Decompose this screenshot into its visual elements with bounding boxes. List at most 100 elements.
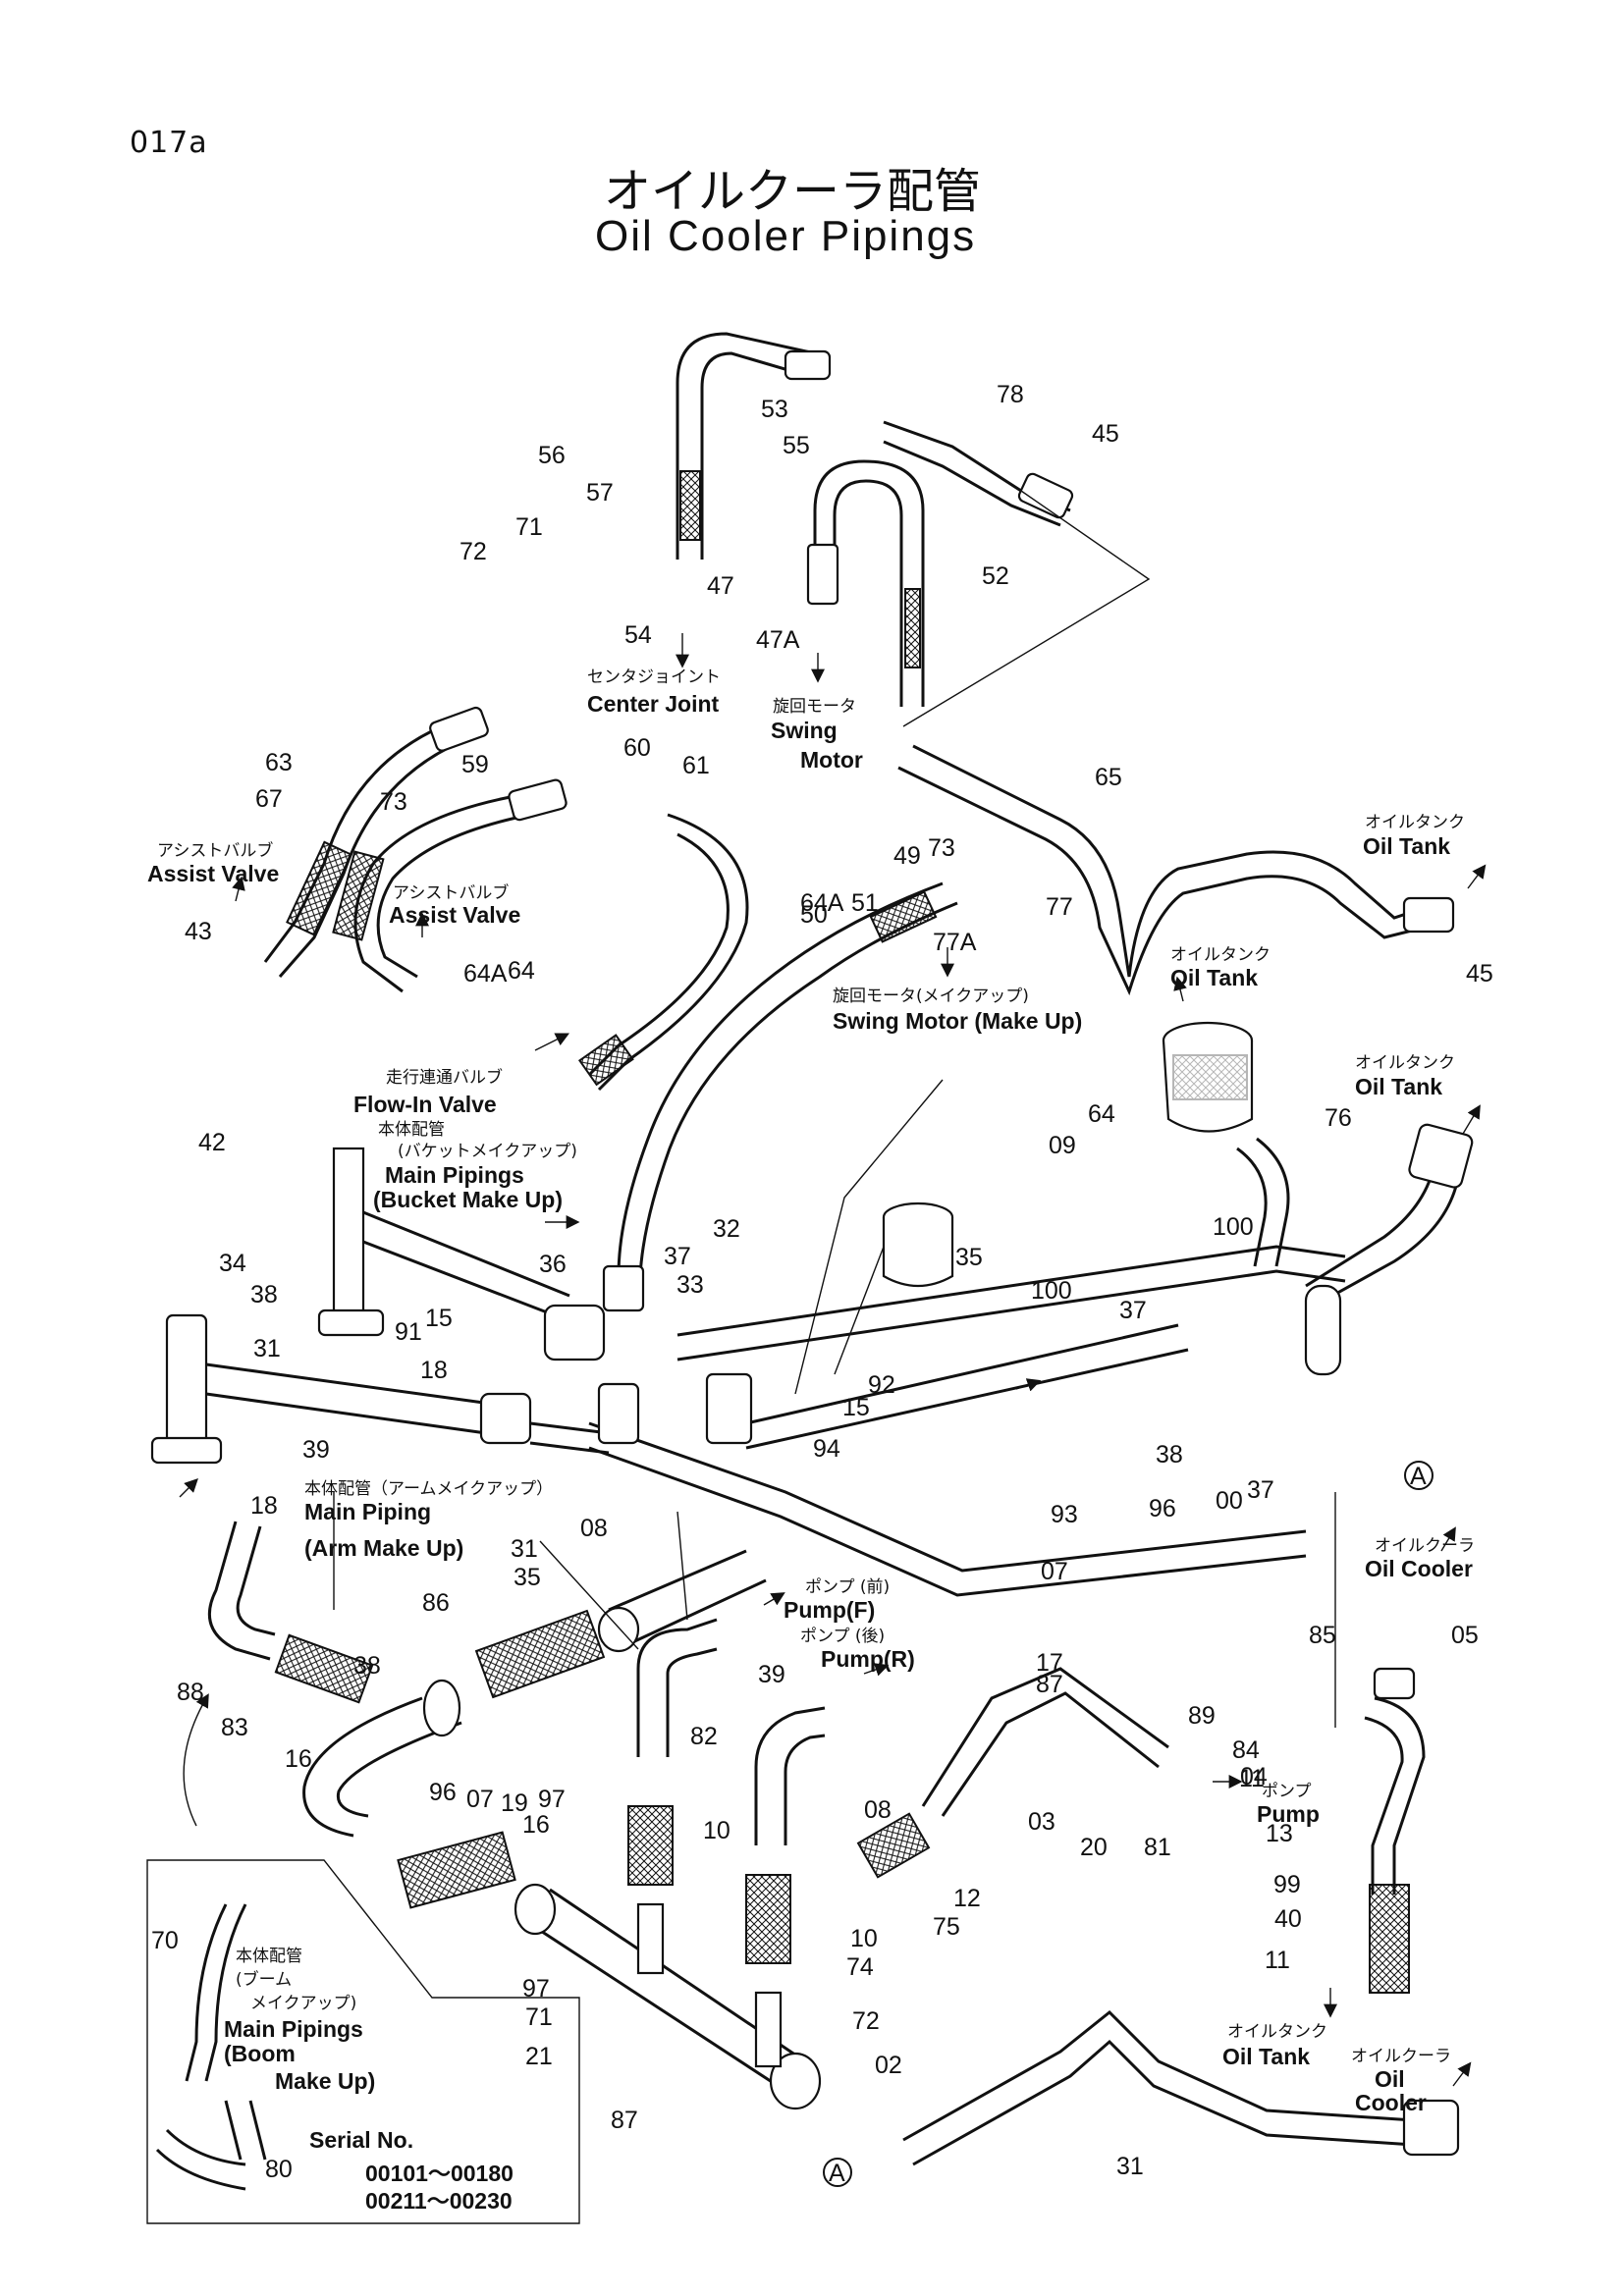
flange-36 — [882, 1201, 954, 1287]
page-id: 017a — [130, 126, 208, 160]
inset-en2: (Boom — [224, 2041, 296, 2066]
part-callout: 65 — [1095, 764, 1122, 791]
svg-text:A: A — [829, 2160, 845, 2187]
part-callout: 38 — [353, 1652, 381, 1680]
assist-valve-hose-63 — [263, 706, 489, 978]
assist-valve-1-jp: アシストバルブ — [157, 840, 273, 861]
swing-motor-makeup-en: Swing Motor (Make Up) — [833, 1008, 1082, 1034]
part-callout: 64 — [508, 957, 535, 985]
inset-jp2: (ブーム — [236, 1969, 292, 1990]
part-callout: 20 — [1080, 1834, 1108, 1861]
part-callout: 05 — [1451, 1622, 1479, 1649]
inset-jp1: 本体配管 — [236, 1947, 302, 1966]
part-callout: 11 — [1239, 1765, 1265, 1792]
oil-tank-4-jp: オイルタンク — [1227, 2022, 1327, 2042]
main-pipe-92 — [150, 1313, 610, 1465]
part-callout: 03 — [1028, 1808, 1055, 1836]
svg-text:A: A — [1410, 1463, 1427, 1490]
part-callout: 86 — [422, 1589, 450, 1617]
swing-motor-en1: Swing — [771, 718, 838, 743]
main-pipings-bucket-en1: Main Pipings — [385, 1162, 524, 1188]
oil-tank-line-78 — [883, 420, 1074, 527]
swing-motor-en2: Motor — [800, 747, 863, 773]
oil-tank-1-en: Oil Tank — [1363, 833, 1450, 859]
part-callout: 39 — [302, 1436, 330, 1464]
part-callout: 34 — [219, 1250, 246, 1277]
part-callout: 42 — [198, 1129, 226, 1156]
oil-cooler-pipe-81 — [1364, 1667, 1426, 1994]
pump-r-en: Pump(R) — [821, 1646, 915, 1672]
pump-pipe-04 — [856, 1667, 1169, 1879]
makeup-hose-76 — [602, 881, 958, 1312]
center-joint-jp: センタジョイント — [587, 667, 721, 687]
part-callout: 64A — [800, 889, 844, 917]
part-callout: 15 — [425, 1305, 453, 1332]
part-callout: 51 — [851, 889, 879, 917]
main-pipings-bucket-jp2: (バケットメイクアップ) — [398, 1142, 577, 1161]
hose-88 — [274, 1633, 374, 1704]
flow-in-valve-en: Flow-In Valve — [353, 1092, 497, 1117]
part-callout: 96 — [1149, 1495, 1176, 1522]
flow-in-valve-jp: 走行連通バルブ — [386, 1067, 503, 1088]
part-callout: 43 — [185, 918, 212, 945]
part-callout: 04 — [1240, 1763, 1268, 1790]
arm-pipe-87 — [207, 1521, 276, 1661]
part-callout: 08 — [864, 1796, 892, 1824]
pump-en: Pump — [1257, 1801, 1320, 1827]
part-callout: 38 — [250, 1281, 278, 1308]
inset-en1: Main Pipings — [224, 2016, 363, 2042]
swing-motor-makeup-jp: 旋回モータ(メイクアップ) — [833, 987, 1029, 1006]
part-callout: 40 — [1274, 1905, 1302, 1933]
center-joint-en: Center Joint — [587, 691, 720, 717]
part-callout: 10 — [703, 1817, 730, 1844]
assist-valve-2-en: Assist Valve — [389, 902, 520, 928]
part-callout: 72 — [852, 2007, 880, 2035]
part-callout: 91 — [395, 1318, 422, 1346]
part-callout: 16 — [285, 1745, 312, 1773]
part-callout: 71 — [525, 2003, 553, 2031]
part-callout: 97 — [538, 1786, 566, 1813]
part-callout: 37 — [1119, 1297, 1147, 1324]
part-callout: 47A — [756, 626, 800, 654]
part-callout: 82 — [690, 1723, 718, 1750]
part-callout: 73 — [928, 834, 955, 862]
part-callout: 00 — [1216, 1487, 1243, 1515]
part-callout: 67 — [255, 785, 283, 813]
flow-in-valve-hose-67 — [577, 813, 749, 1092]
part-callout: 81 — [1144, 1834, 1171, 1861]
circle-ref-a-top: A — [1404, 1461, 1434, 1490]
part-callout: 33 — [676, 1271, 704, 1299]
part-callout: 49 — [893, 842, 921, 870]
part-callout: 88 — [177, 1679, 204, 1706]
part-callout: 72 — [460, 538, 487, 565]
upper-hose-53 — [676, 332, 832, 560]
part-callout: 11 — [1265, 1947, 1290, 1974]
part-callout: 84 — [1232, 1736, 1260, 1764]
part-callout: 32 — [713, 1215, 740, 1243]
pump-r-jp: ポンプ (後) — [800, 1627, 885, 1646]
part-callout: 87 — [1036, 1671, 1063, 1698]
part-callout: 99 — [1273, 1871, 1301, 1898]
part-callout: 56 — [538, 442, 566, 469]
part-callout: 76 — [1325, 1104, 1352, 1132]
part-callout: 75 — [933, 1913, 960, 1941]
part-callout: 17 — [1036, 1649, 1063, 1677]
part-callout: 07 — [1041, 1558, 1068, 1585]
oil-tank-2-jp: オイルタンク — [1170, 945, 1271, 965]
part-callout: 80 — [265, 2156, 293, 2183]
return-pipe-80 — [902, 2009, 1460, 2166]
part-callout: 97 — [522, 1975, 550, 2002]
oil-tank-4-en: Oil Tank — [1222, 2044, 1310, 2069]
part-callout: 63 — [265, 749, 293, 776]
title-english: Oil Cooler Pipings — [595, 212, 977, 260]
part-callout: 31 — [511, 1535, 538, 1563]
part-callout: 94 — [813, 1435, 840, 1463]
return-pipe-43 — [897, 744, 1455, 996]
serial-range-1: 00101～00180 — [365, 2161, 514, 2186]
part-callout: 09 — [1049, 1132, 1076, 1159]
part-callout: 08 — [580, 1515, 608, 1542]
part-callout: 45 — [1092, 420, 1119, 448]
